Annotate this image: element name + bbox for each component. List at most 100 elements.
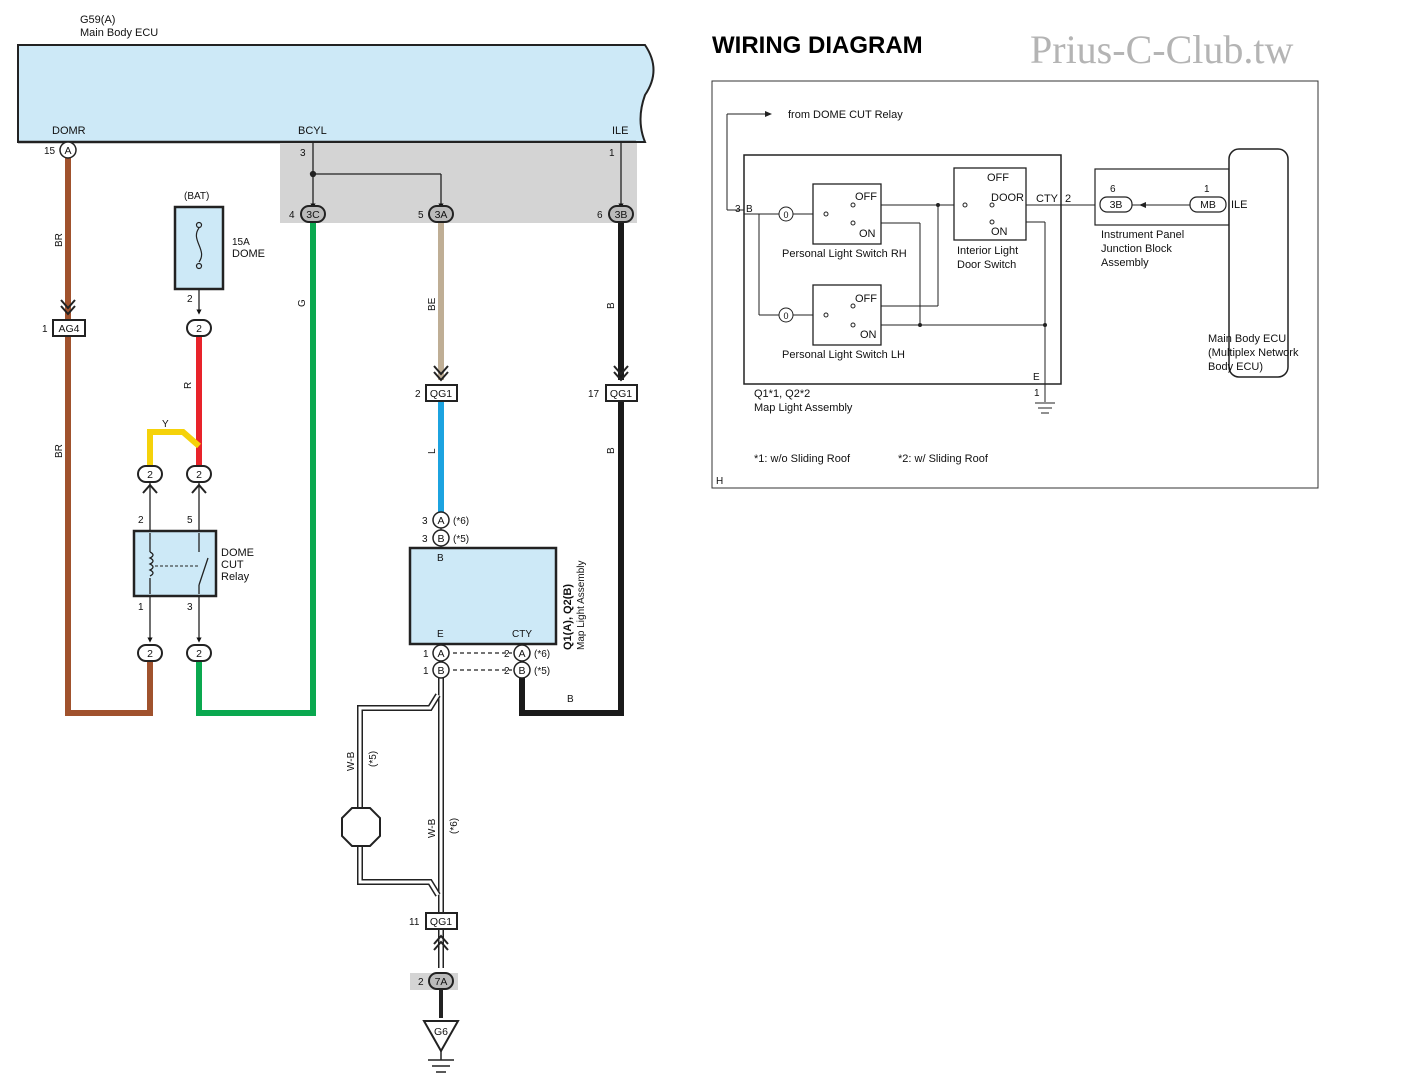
svg-text:B: B: [606, 302, 617, 309]
connector-map-b-bottom-right: B 2 (*5): [504, 661, 550, 679]
svg-text:Assembly: Assembly: [1101, 257, 1149, 269]
svg-text:QG1: QG1: [430, 388, 452, 400]
svg-text:Instrument Panel: Instrument Panel: [1101, 229, 1184, 241]
connector-map-a-bottom-left: A 1: [423, 644, 450, 662]
svg-text:(Multiplex Network: (Multiplex Network: [1208, 347, 1299, 359]
svg-text:*2: w/ Sliding Roof: *2: w/ Sliding Roof: [898, 453, 989, 465]
map-light-assembly: B E CTY Q1(A), Q2(B) Map Light Assembly: [408, 546, 587, 650]
svg-text:2: 2: [418, 977, 424, 988]
svg-text:R: R: [183, 382, 194, 389]
svg-text:E: E: [1033, 372, 1040, 383]
connector-map-a-top: A 3 (*6): [422, 511, 469, 529]
svg-text:A: A: [437, 515, 444, 527]
connector-relay-top-left: 2: [137, 465, 163, 483]
svg-text:MB: MB: [1200, 199, 1216, 211]
svg-text:ILE: ILE: [1231, 199, 1248, 211]
svg-text:3A: 3A: [435, 209, 448, 221]
svg-text:W-B: W-B: [346, 751, 357, 771]
svg-text:(*6): (*6): [534, 649, 550, 660]
connector-fuse-2: 2: [186, 319, 212, 337]
svg-text:Q1*1, Q2*2: Q1*1, Q2*2: [754, 388, 810, 400]
svg-text:B: B: [518, 665, 525, 677]
main-body-ecu: G59(A) Main Body ECU DOMR BCYL ILE: [17, 14, 655, 144]
pin-domr: DOMR: [52, 125, 86, 137]
pin-3: 3: [300, 148, 306, 159]
wb-wires: [357, 678, 444, 1018]
svg-text:OFF: OFF: [855, 293, 877, 305]
pin-1: 1: [609, 148, 615, 159]
svg-text:Door Switch: Door Switch: [957, 259, 1016, 271]
junction-block-area: [280, 143, 637, 223]
svg-text:OFF: OFF: [855, 191, 877, 203]
relay-pin-2: 2: [138, 515, 144, 526]
fuse-name: DOME: [232, 248, 265, 260]
pin-15: 15: [44, 146, 56, 157]
fuse-15a-dome: (BAT) 15A DOME 2: [173, 191, 265, 305]
relay-pin-5: 5: [187, 515, 193, 526]
svg-text:6: 6: [597, 210, 603, 221]
pin-bcyl: BCYL: [298, 125, 327, 137]
svg-text:Y: Y: [162, 419, 169, 430]
svg-text:1: 1: [423, 649, 429, 660]
svg-text:3: 3: [735, 204, 741, 215]
svg-text:OFF: OFF: [987, 172, 1009, 184]
svg-text:Map Light Assembly: Map Light Assembly: [754, 402, 853, 414]
rect-connectors: AG4 1 QG1 2 QG1 17 QG1 11: [42, 319, 638, 930]
connector-ag4: AG4 1: [42, 319, 86, 337]
svg-text:(*6): (*6): [449, 818, 460, 834]
svg-text:Main Body ECU: Main Body ECU: [1208, 333, 1286, 345]
svg-text:L: L: [427, 448, 438, 454]
svg-text:2: 2: [147, 469, 153, 481]
relay-name-3: Relay: [221, 571, 250, 583]
svg-text:ON: ON: [860, 329, 877, 341]
from-relay: from DOME CUT Relay: [788, 109, 903, 121]
connector-qg1-right: QG1 17: [588, 384, 638, 402]
map-light-title: Q1(A), Q2(B): [562, 584, 574, 650]
svg-text:1: 1: [423, 666, 429, 677]
connector-3b: 3B 6: [597, 205, 634, 223]
svg-text:3: 3: [422, 534, 428, 545]
switch-rh-label: Personal Light Switch RH: [782, 248, 907, 260]
connector-7a: 7A 2: [418, 972, 454, 990]
connector-map-b-top: B 3 (*5): [422, 529, 469, 547]
svg-text:4: 4: [289, 210, 295, 221]
svg-text:(*5): (*5): [453, 534, 469, 545]
svg-text:Body ECU): Body ECU): [1208, 361, 1263, 373]
svg-text:6: 6: [1110, 184, 1116, 195]
connector-map-b-bottom-left: B 1: [423, 661, 450, 679]
fuse-pin: 2: [187, 294, 193, 305]
connector-ecu-a: A 15 3 1: [44, 141, 615, 159]
conn-3b-inset: [1099, 196, 1133, 213]
svg-text:3B: 3B: [1110, 199, 1123, 211]
svg-text:ON: ON: [859, 228, 876, 240]
svg-text:(*6): (*6): [453, 516, 469, 527]
ecu-name: Main Body ECU: [80, 27, 158, 39]
svg-text:2: 2: [196, 469, 202, 481]
svg-text:2: 2: [415, 389, 421, 400]
svg-text:2: 2: [504, 649, 510, 660]
svg-text:3B: 3B: [615, 209, 628, 221]
ecu-id: G59(A): [80, 14, 115, 26]
relay-pin-1: 1: [138, 602, 144, 613]
pin-ile: ILE: [612, 125, 629, 137]
svg-text:B: B: [746, 204, 753, 215]
svg-text:2: 2: [196, 648, 202, 660]
conn-mb-inset: [1189, 196, 1227, 213]
connector-3a: 3A 5: [418, 205, 454, 223]
svg-text:Junction Block: Junction Block: [1101, 243, 1172, 255]
page-title: WIRING DIAGRAM: [712, 32, 923, 59]
svg-text:G: G: [297, 299, 308, 307]
svg-text:17: 17: [588, 389, 600, 400]
svg-text:A: A: [64, 145, 71, 157]
term-cty: CTY: [512, 629, 532, 640]
svg-text:(*5): (*5): [368, 751, 379, 767]
term-b: B: [437, 553, 444, 564]
connector-3c: 3C 4: [289, 205, 326, 223]
svg-text:BE: BE: [427, 297, 438, 311]
svg-text:AG4: AG4: [58, 323, 79, 335]
svg-text:ON: ON: [991, 226, 1008, 238]
relay-name-1: DOME: [221, 547, 254, 559]
svg-text:11: 11: [409, 917, 420, 928]
svg-text:B: B: [437, 533, 444, 545]
